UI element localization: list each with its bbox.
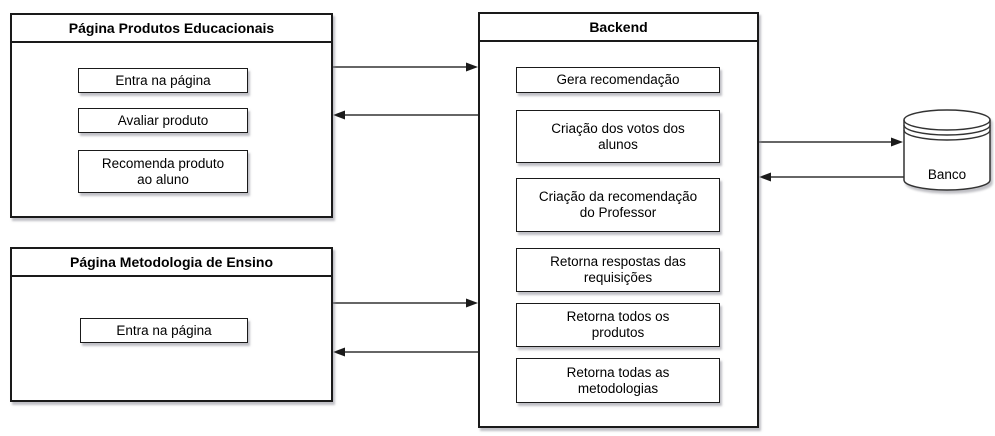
process-retorna-todos-produtos: Retorna todos os produtos — [516, 303, 720, 347]
database-banco: Banco — [903, 109, 991, 191]
node-backend: Backend Gera recomendação Criação dos vo… — [478, 12, 759, 428]
process-gera-recomendacao: Gera recomendação — [516, 67, 720, 93]
node-pagina-metodologia-title: Página Metodologia de Ensino — [12, 249, 331, 277]
process-retorna-respostas-requisicoes: Retorna respostas das requisições — [516, 248, 720, 292]
node-pagina-metodologia: Página Metodologia de Ensino Entra na pá… — [10, 247, 333, 402]
database-banco-label: Banco — [927, 167, 967, 182]
node-pagina-produtos: Página Produtos Educacionais Entra na pá… — [10, 13, 333, 218]
process-retorna-todas-metodologias: Retorna todas as metodologias — [516, 358, 720, 403]
database-cylinder-icon — [903, 109, 991, 191]
node-backend-title: Backend — [480, 14, 757, 42]
process-criacao-votos-alunos: Criação dos votos dos alunos — [516, 110, 720, 163]
node-pagina-produtos-title: Página Produtos Educacionais — [12, 15, 331, 43]
process-entra-na-pagina-produtos: Entra na página — [78, 68, 248, 93]
process-recomenda-produto-ao-aluno: Recomenda produto ao aluno — [78, 150, 248, 193]
process-avaliar-produto: Avaliar produto — [78, 108, 248, 133]
process-criacao-recomendacao-professor: Criação da recomendação do Professor — [516, 178, 720, 232]
process-entra-na-pagina-metodologia: Entra na página — [80, 318, 248, 343]
